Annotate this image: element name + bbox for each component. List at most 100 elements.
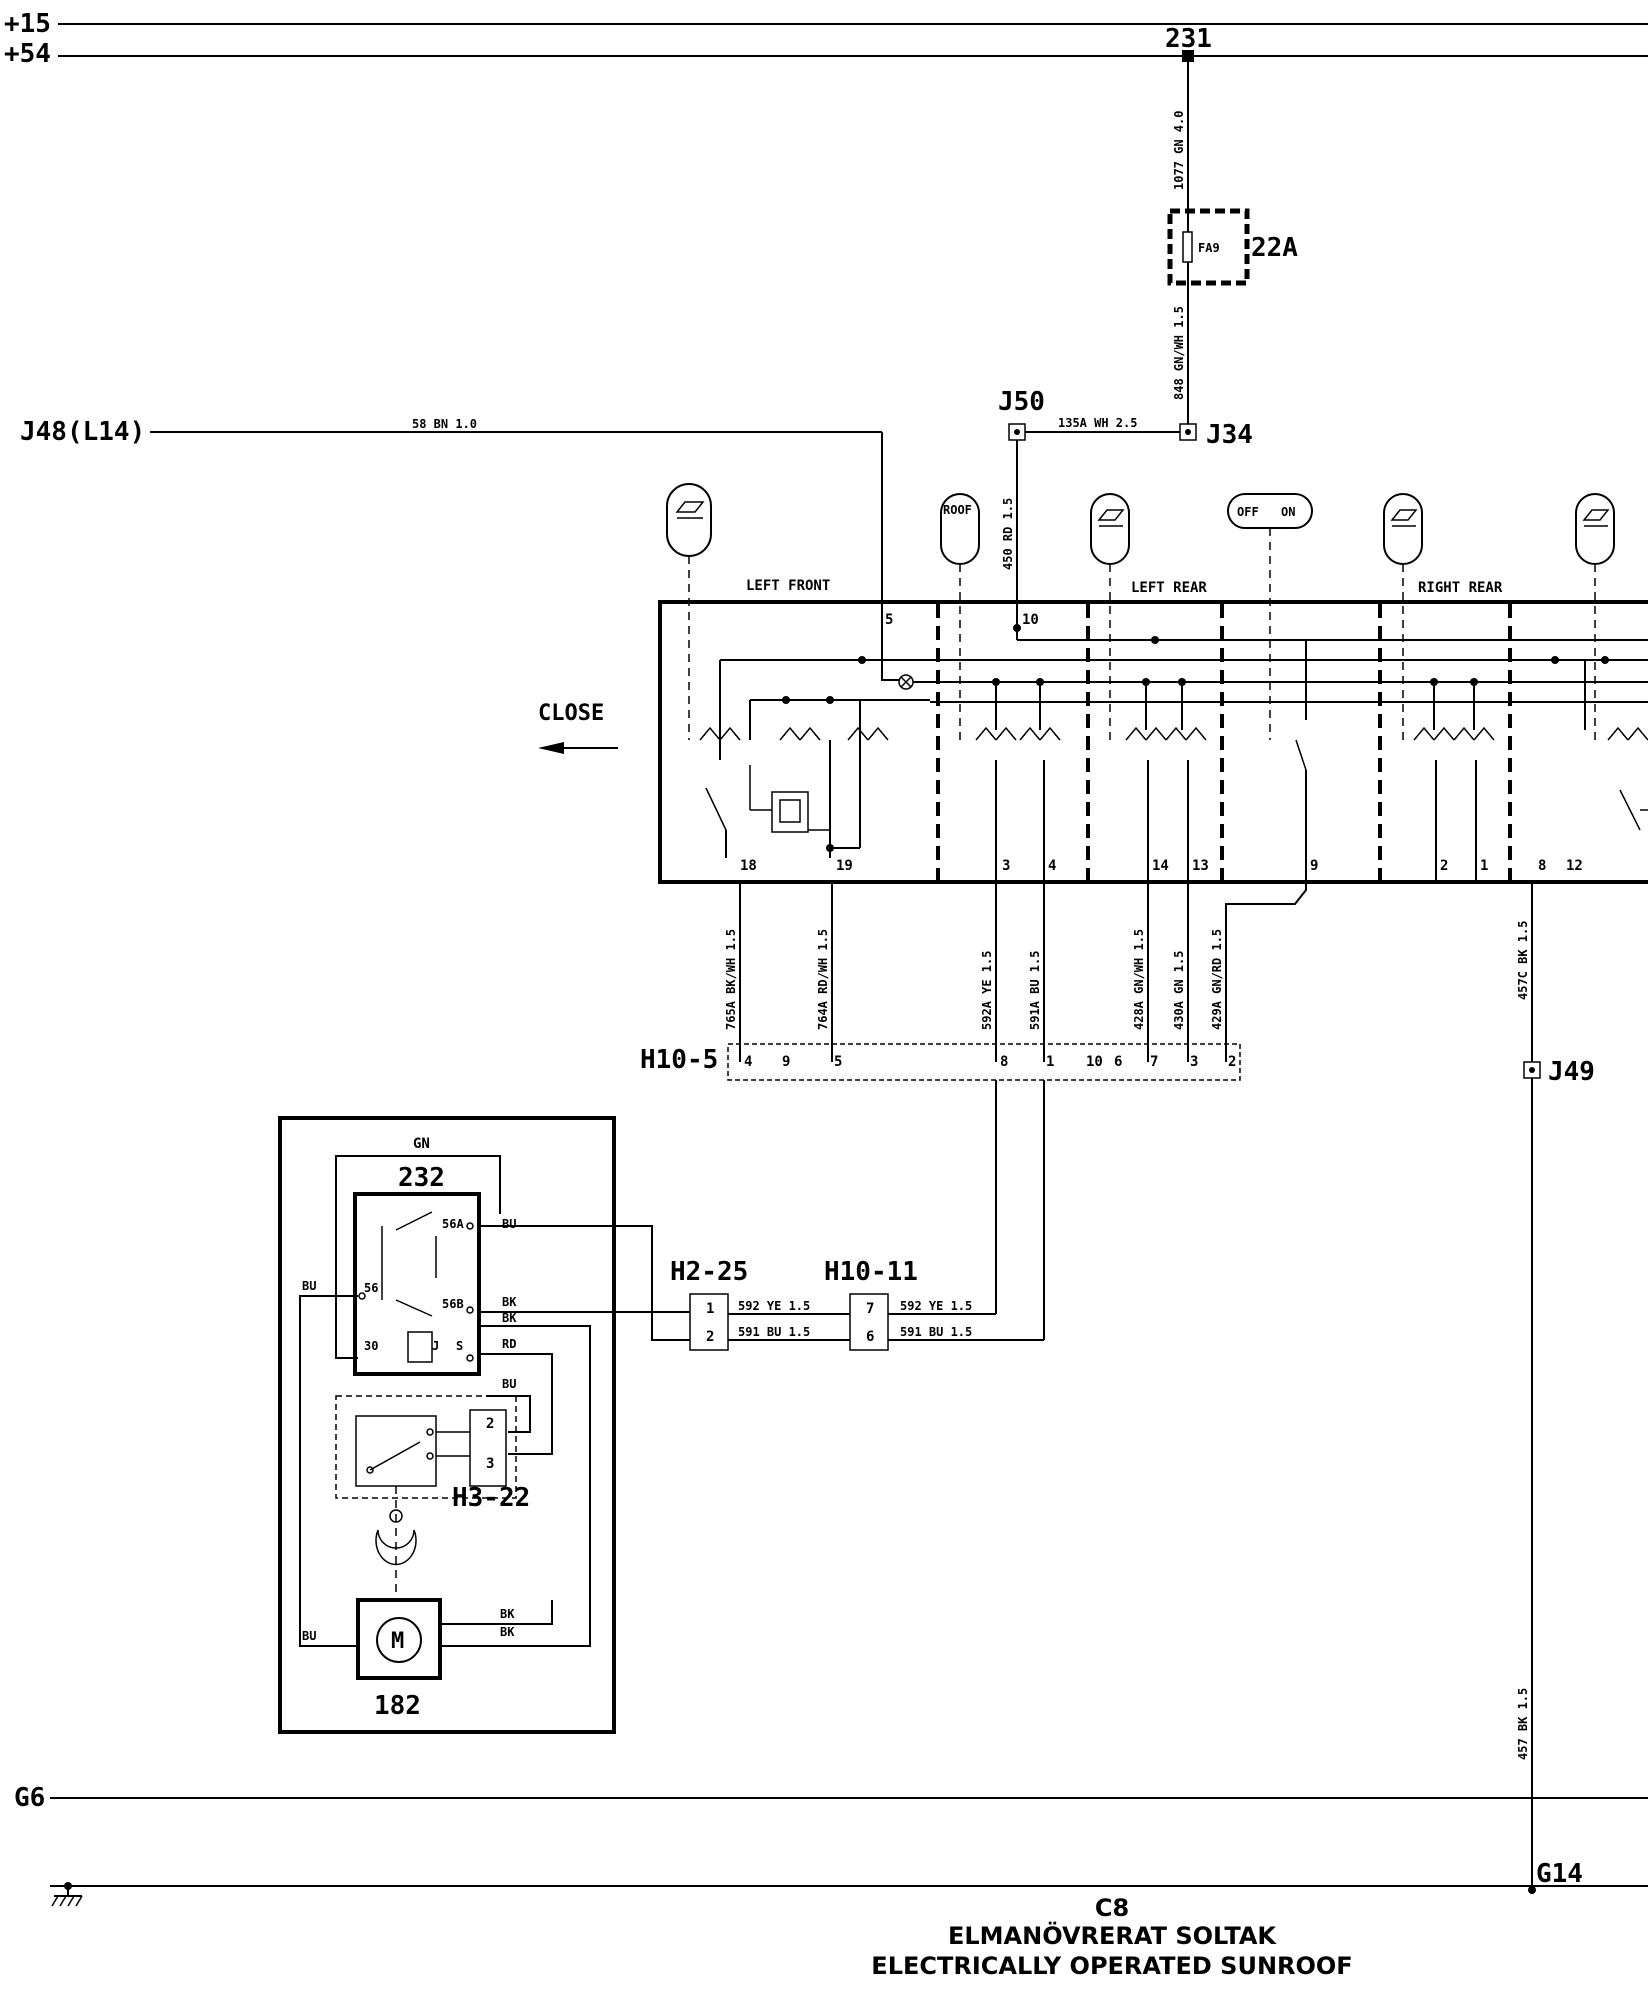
relay-232	[353, 1192, 481, 1376]
terminal-56b: 56B	[442, 1297, 464, 1311]
h10-11-pin-6: 6	[866, 1329, 874, 1345]
panel-pin-19: 19	[836, 858, 853, 874]
panel-pin-12: 12	[1566, 858, 1583, 874]
right-front-switch	[1584, 660, 1648, 831]
connector-j34-label: J34	[1206, 420, 1253, 450]
roof-switch-icon: ROOF	[940, 493, 980, 740]
fuse-symbol	[1182, 231, 1193, 263]
wire-429a-label: 429A GN/RD 1.5	[1210, 929, 1224, 1030]
wire-457c-label: 457C BK 1.5	[1516, 921, 1530, 1000]
rail-plus54-label: +54	[4, 39, 51, 69]
wire-764a-label: 764A RD/WH 1.5	[816, 929, 830, 1030]
wire-58-label: 58 BN 1.0	[412, 417, 477, 431]
h10-5-pin-10: 10	[1086, 1054, 1103, 1070]
h10-5-pin-5: 5	[834, 1054, 842, 1070]
wire-592-label-a: 592 YE 1.5	[738, 1299, 810, 1313]
h10-11-pin-7: 7	[866, 1301, 874, 1317]
wire-bu-label-a: BU	[502, 1217, 516, 1231]
connector-h3-22-label: H3-22	[452, 1483, 530, 1513]
wire-bk-label-c: BK	[500, 1607, 515, 1621]
roof-label: ROOF	[943, 503, 972, 517]
rail-ground: G14	[50, 1859, 1648, 1907]
terminal-s: S	[456, 1339, 463, 1353]
connector-j50-label: J50	[998, 387, 1045, 417]
wire-1077-label: 1077 GN 4.0	[1172, 111, 1186, 190]
window-switch-icon-right-front	[1575, 493, 1615, 740]
fuse-box-22a: FA9 22A	[1167, 208, 1298, 286]
right-rear-switch	[1413, 682, 1495, 880]
terminal-56a: 56A	[442, 1217, 464, 1231]
title-code: C8	[1095, 1894, 1129, 1922]
wire-bk-label-d: BK	[500, 1625, 515, 1639]
ground-g14-label: G14	[1536, 1859, 1583, 1889]
h10-5-pin-2: 2	[1228, 1054, 1236, 1070]
panel-pin-5: 5	[885, 612, 893, 628]
section-left-rear: LEFT REAR	[1131, 580, 1207, 596]
h10-5-pin-3: 3	[1190, 1054, 1198, 1070]
connector-h10-5: H10-5 4 9 5 8 1 10 6 7 3 2	[640, 1043, 1241, 1081]
window-switch-icon-right-rear	[1383, 493, 1423, 740]
fuse-box-label: 22A	[1251, 233, 1298, 263]
h2-25-pin-1: 1	[706, 1301, 714, 1317]
h2-25-pin-2: 2	[706, 1329, 714, 1345]
wire-430a-label: 430A GN 1.5	[1172, 951, 1186, 1030]
panel-pin-10: 10	[1022, 612, 1039, 628]
motor-182	[356, 1598, 442, 1680]
panel-pin-3: 3	[1002, 858, 1010, 874]
panel-pin-18: 18	[740, 858, 757, 874]
connector-h10-11: H10-11 7 6	[824, 1257, 918, 1351]
section-left-front: LEFT FRONT	[746, 578, 830, 594]
wire-bu-label-d: BU	[302, 1629, 316, 1643]
fuse-label: FA9	[1198, 241, 1220, 255]
node-231-label: 231	[1165, 24, 1212, 54]
child-lock-switch-icon: OFF ON	[1227, 493, 1313, 740]
h10-5-pin-7: 7	[1150, 1054, 1158, 1070]
terminal-30: 30	[364, 1339, 378, 1353]
connector-h2-25-label: H2-25	[670, 1257, 748, 1287]
switch-panel: LEFT FRONT LEFT REAR RIGHT REAR	[658, 578, 1648, 884]
left-front-switch	[699, 700, 889, 858]
terminal-j: J	[432, 1339, 439, 1353]
title-english: ELECTRICALLY OPERATED SUNROOF	[871, 1952, 1352, 1980]
h3-22-pin-2: 2	[486, 1416, 494, 1432]
section-right-rear: RIGHT REAR	[1418, 580, 1503, 596]
wire-bu-label-c: BU	[502, 1377, 516, 1391]
window-switch-icon-left-rear	[1090, 493, 1130, 740]
wire-591-label-a: 591 BU 1.5	[738, 1325, 810, 1339]
wire-428a-label: 428A GN/WH 1.5	[1132, 929, 1146, 1030]
connector-h10-5-label: H10-5	[640, 1045, 718, 1075]
rail-plus15: +15	[4, 9, 1648, 39]
ground-icon	[51, 1882, 83, 1907]
wire-450-label: 450 RD 1.5	[1001, 498, 1015, 570]
close-label: CLOSE	[538, 701, 604, 726]
panel-pin-8: 8	[1538, 858, 1546, 874]
rail-g6-label: G6	[14, 1783, 45, 1813]
wire-457-label: 457 BK 1.5	[1516, 1688, 1530, 1760]
left-rear-switch	[1125, 682, 1207, 880]
connector-j49-label: J49	[1548, 1057, 1595, 1087]
h10-5-pin-8: 8	[1000, 1054, 1008, 1070]
window-switch-icon-left-front	[666, 483, 712, 740]
motor-label: M	[391, 1629, 404, 1654]
module-gn-label: GN	[413, 1136, 430, 1152]
child-lock-switch	[1295, 640, 1307, 880]
wire-591-label-b: 591 BU 1.5	[900, 1325, 972, 1339]
title-swedish: ELMANÖVRERAT SOLTAK	[948, 1920, 1277, 1950]
wire-bu-label-b: BU	[302, 1279, 316, 1293]
wire-bk-label-a: BK	[502, 1295, 517, 1309]
panel-pin-9: 9	[1310, 858, 1318, 874]
rail-g6: G6	[14, 1783, 1648, 1813]
node-231	[1182, 50, 1194, 62]
h10-5-pin-6: 6	[1114, 1054, 1122, 1070]
sunroof-module: GN 232 56A 56 56B 30 J S BU BU BK BK RD …	[278, 1116, 690, 1734]
wire-rd-label: RD	[502, 1337, 516, 1351]
h10-5-pin-1: 1	[1046, 1054, 1054, 1070]
panel-pin-4: 4	[1048, 858, 1056, 874]
connector-h10-11-label: H10-11	[824, 1257, 918, 1287]
h3-22-pin-3: 3	[486, 1456, 494, 1472]
wire-bk-label-b: BK	[502, 1311, 517, 1325]
wire-592-label-b: 592 YE 1.5	[900, 1299, 972, 1313]
terminal-56: 56	[364, 1281, 378, 1295]
on-label: ON	[1281, 505, 1295, 519]
